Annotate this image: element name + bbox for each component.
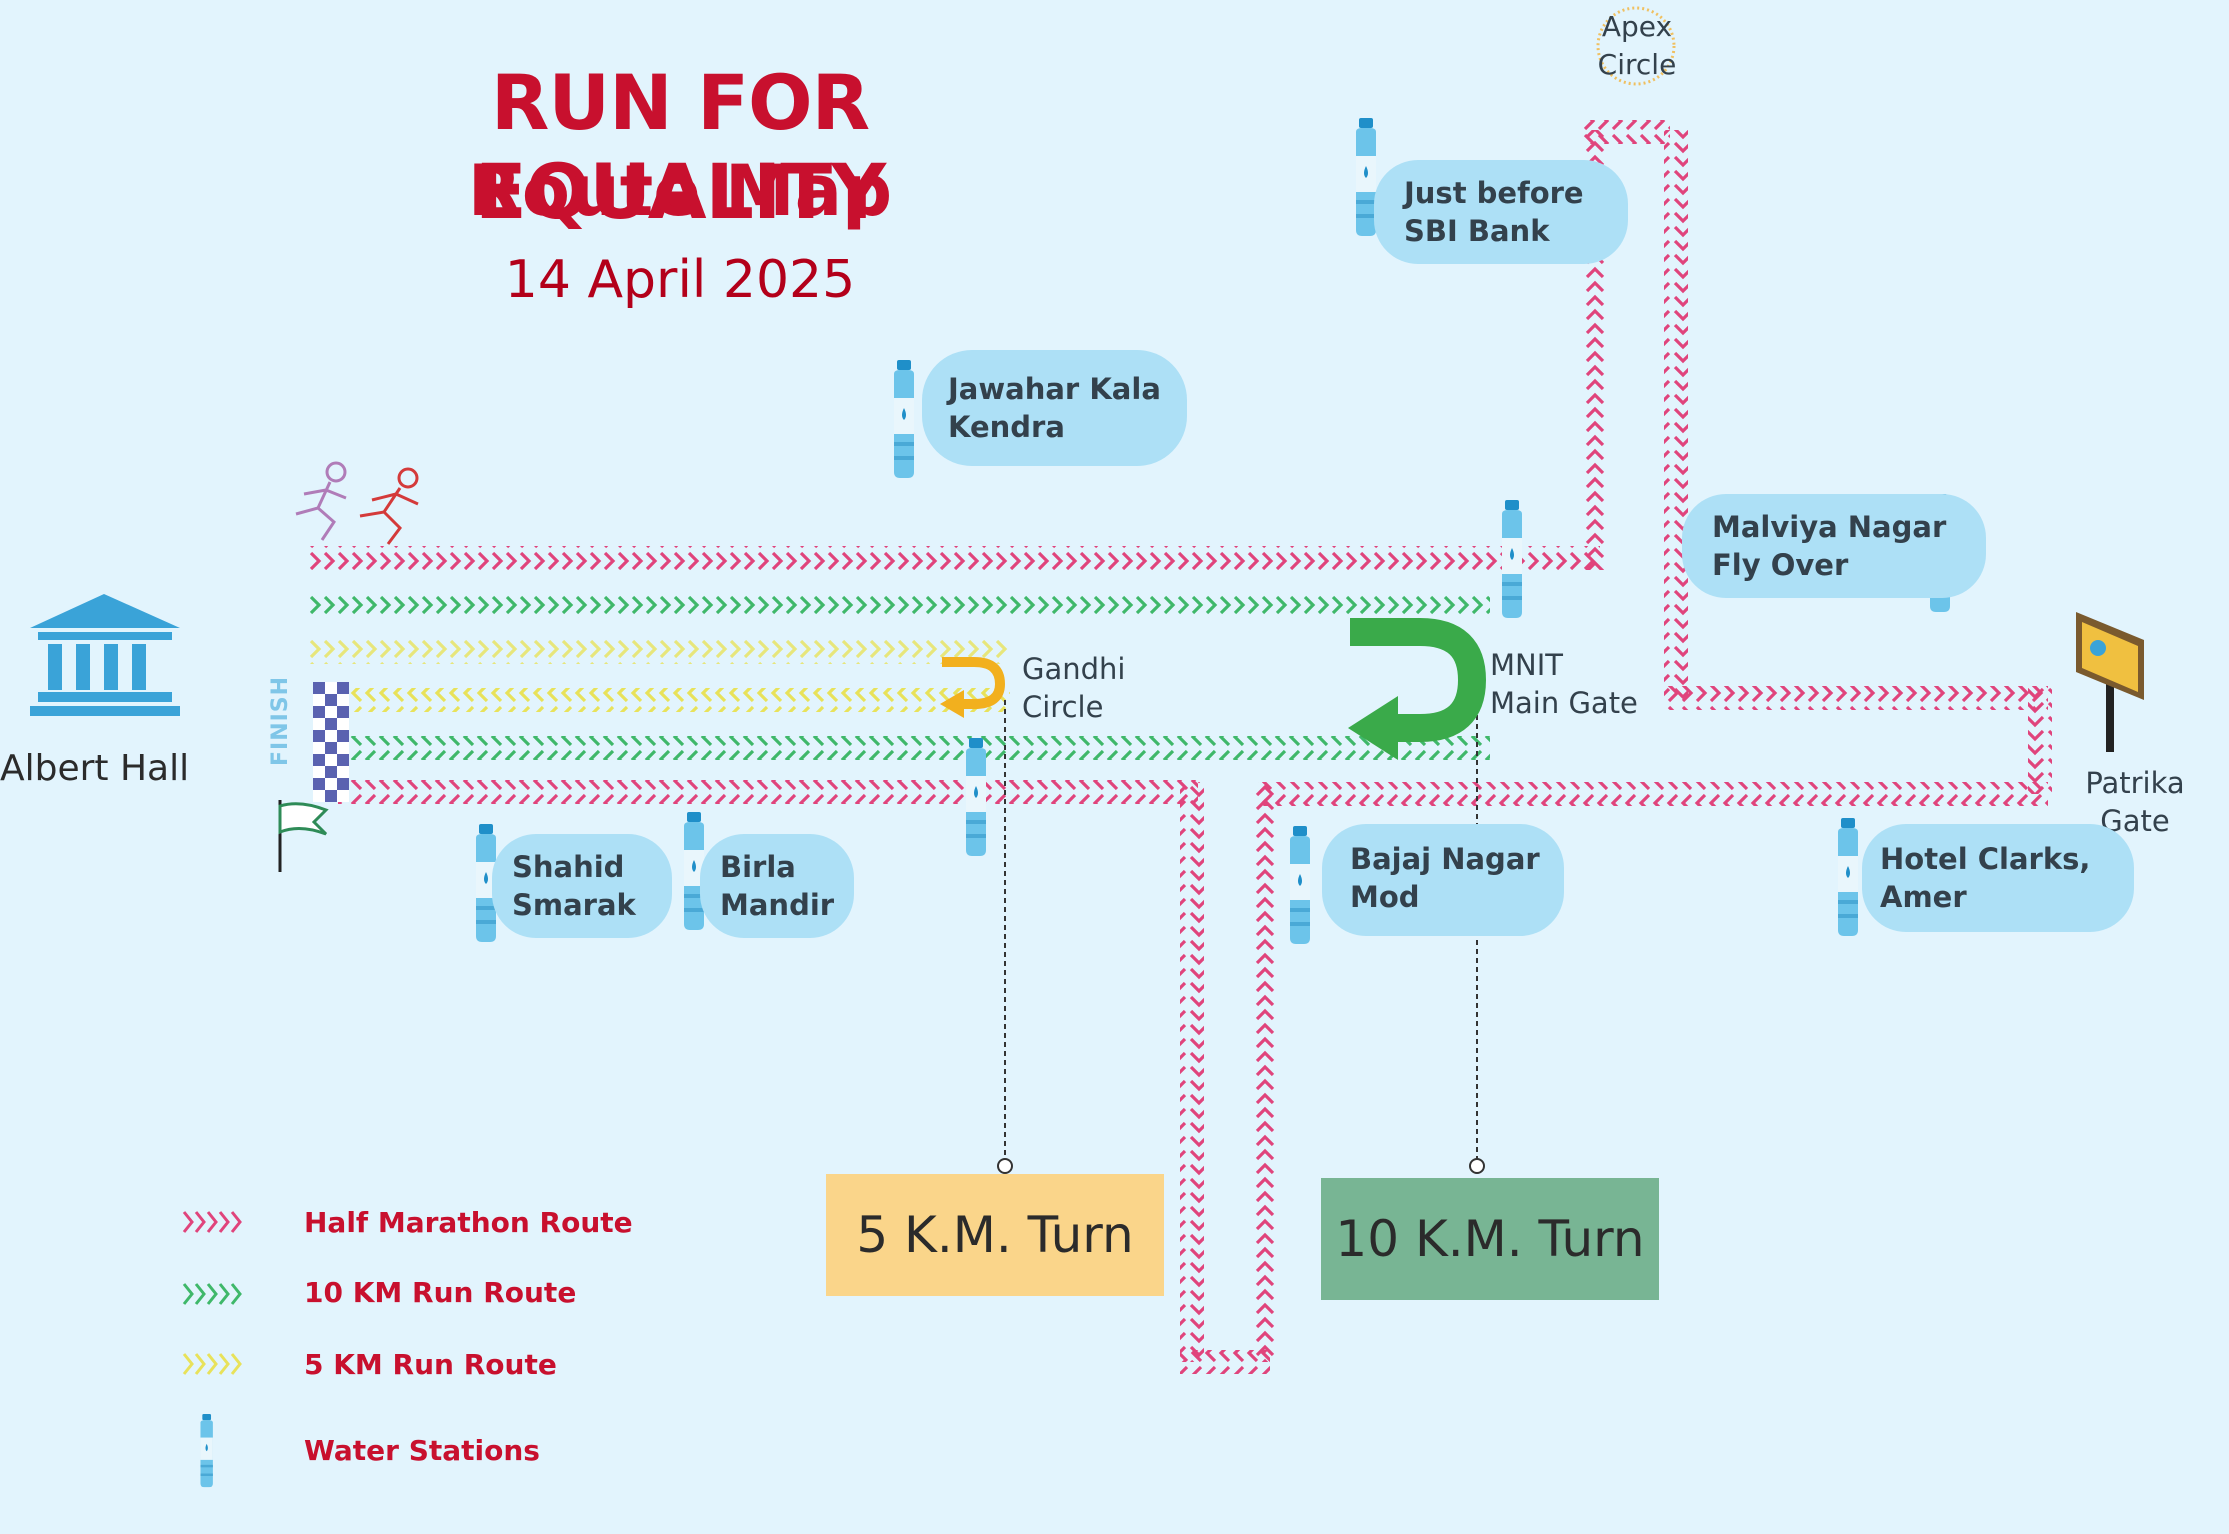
mnit-main-gate-label: MNIT Main Gate <box>1490 648 1638 720</box>
albert-hall-icon <box>30 594 180 716</box>
water-station-sbi-bank: Just before SBI Bank <box>1374 160 1628 264</box>
legend-water-stations-label: Water Stations <box>304 1434 540 1467</box>
apex-circle-marker <box>1596 6 1676 86</box>
water-bottle-icon <box>1290 826 1310 944</box>
five-km-route <box>310 640 1010 712</box>
legend-half-marathon-swatch <box>182 1211 242 1233</box>
water-bottle-icon <box>1838 818 1858 936</box>
water-station-birla-mandir: Birla Mandir <box>700 834 855 938</box>
legend-five-km-label: 5 KM Run Route <box>304 1348 557 1381</box>
u-turn-yellow-icon <box>940 657 1006 718</box>
water-bottle-icon <box>1356 118 1376 236</box>
u-turn-green-icon <box>1348 618 1487 760</box>
water-bottle-icon <box>966 738 986 856</box>
start-flag-icon <box>278 800 329 872</box>
page-title: RUN FOR EQUALITY <box>474 58 886 236</box>
five-km-turn-box: 5 K.M. Turn <box>826 1174 1164 1296</box>
event-date: 14 April 2025 <box>504 250 856 310</box>
legend-half-marathon-label: Half Marathon Route <box>304 1206 633 1239</box>
water-bottle-icon <box>894 360 914 478</box>
water-station-bajaj-nagar: Bajaj Nagar Mod <box>1322 824 1564 936</box>
water-station-shahid-smarak: Shahid Smarak <box>492 834 672 938</box>
water-station-hotel-clarks: Hotel Clarks, Amer <box>1862 824 2135 932</box>
water-station-jawahar-kala-kendra: Jawahar Kala Kendra <box>922 350 1187 466</box>
legend-ten-km-swatch <box>182 1283 242 1305</box>
water-bottle-icon <box>1502 500 1522 618</box>
gandhi-circle-label: Gandhi Circle <box>1022 652 1126 724</box>
legend-water-bottle-icon <box>200 1414 213 1488</box>
patrika-gate-label: Patrika Gate <box>2085 766 2185 838</box>
patrika-gate-icon <box>2076 612 2144 752</box>
finish-checker-icon <box>313 682 349 802</box>
legend-ten-km-label: 10 KM Run Route <box>304 1276 577 1309</box>
apex-circle-label: Apex Circle <box>1597 10 1677 81</box>
page-subtitle: Route Map <box>467 150 893 232</box>
water-station-malviya-nagar: Malviya Nagar Fly Over <box>1682 494 1987 598</box>
finish-label: FINISH <box>268 675 293 766</box>
albert-hall-label: Albert Hall <box>0 748 190 789</box>
runners-icon <box>295 461 419 545</box>
legend-five-km-swatch <box>182 1353 242 1375</box>
ten-km-route <box>310 594 1490 760</box>
ten-km-turn-box: 10 K.M. Turn <box>1321 1178 1659 1300</box>
